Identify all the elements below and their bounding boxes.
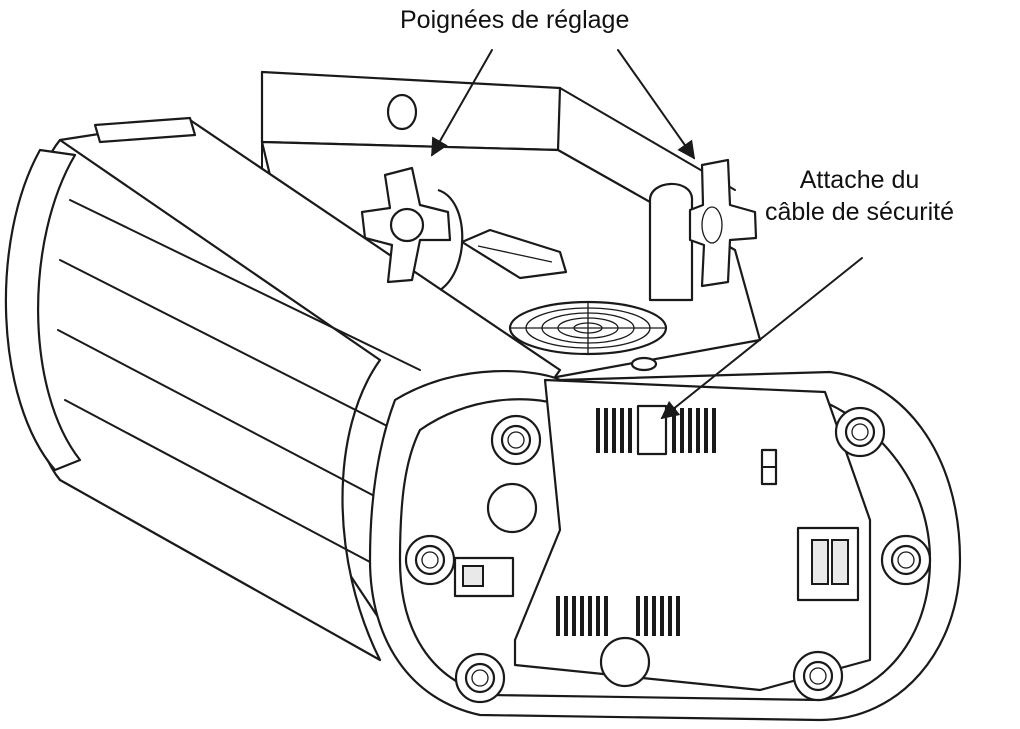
safety-cable-label-line1: Attache du [799,166,920,194]
safety-cable-label-line2: câble de sécurité [765,198,955,226]
fan-grille [508,300,668,356]
rear-panel [453,378,872,692]
safety-cable-label: Attache du câble de sécurité [765,164,954,228]
left-adjustment-knob [360,166,464,291]
callout-arrows [431,49,863,420]
adjustment-handles-label: Poignées de réglage [400,6,630,34]
right-adjustment-knob [648,158,758,302]
power-switch [796,526,860,602]
top-vents [596,404,716,456]
bezel-bolts [404,406,932,704]
bottom-vents [556,596,680,636]
